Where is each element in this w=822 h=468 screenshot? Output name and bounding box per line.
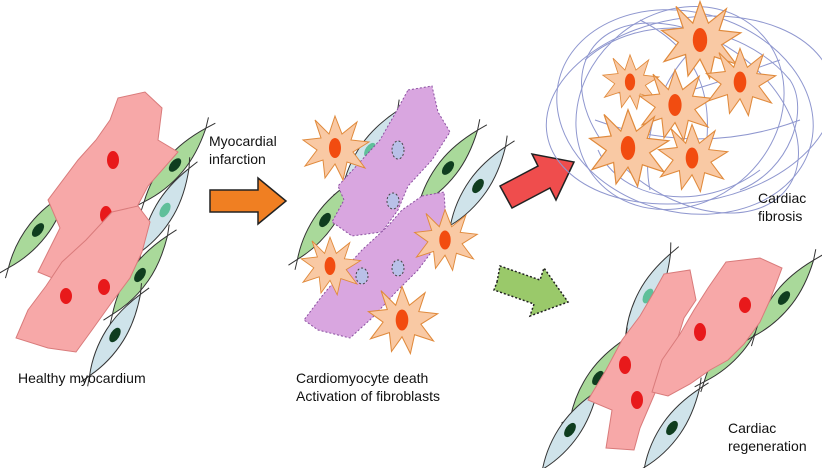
regenerated-cardiomyocyte <box>651 257 783 397</box>
infarction-label-line1: Myocardial <box>209 133 277 149</box>
myofibroblast <box>588 108 670 187</box>
healthy-myocardium-label: Healthy myocardium <box>18 370 146 386</box>
death-label-line1: Cardiomyocyte death <box>296 370 429 386</box>
fibrosis-label-line2: fibrosis <box>758 208 803 224</box>
injured-myocardium-group <box>283 85 520 355</box>
myofibroblast <box>657 123 729 193</box>
regeneration-label-line1: Cardiac <box>728 420 777 436</box>
regeneration-label-line2: regeneration <box>728 438 807 454</box>
healthy-cardiomyocyte <box>15 205 151 353</box>
healthy-myocardium-group <box>0 91 221 390</box>
infarction-label-line2: infarction <box>209 151 266 167</box>
cardiac-regeneration-group <box>528 239 822 468</box>
fibrosis-label-line1: Cardiac <box>758 190 807 206</box>
infarction-arrow <box>209 176 288 226</box>
regenerated-cardiomyocyte <box>587 269 697 451</box>
regeneration-arrow <box>493 265 570 318</box>
fibrosis-arrow <box>498 152 576 210</box>
dead-cardiomyocyte <box>303 191 447 339</box>
death-label-line2: Activation of fibroblasts <box>296 388 440 404</box>
dead-cardiomyocyte <box>331 85 451 237</box>
cardiac-fibrosis-group <box>545 0 822 215</box>
